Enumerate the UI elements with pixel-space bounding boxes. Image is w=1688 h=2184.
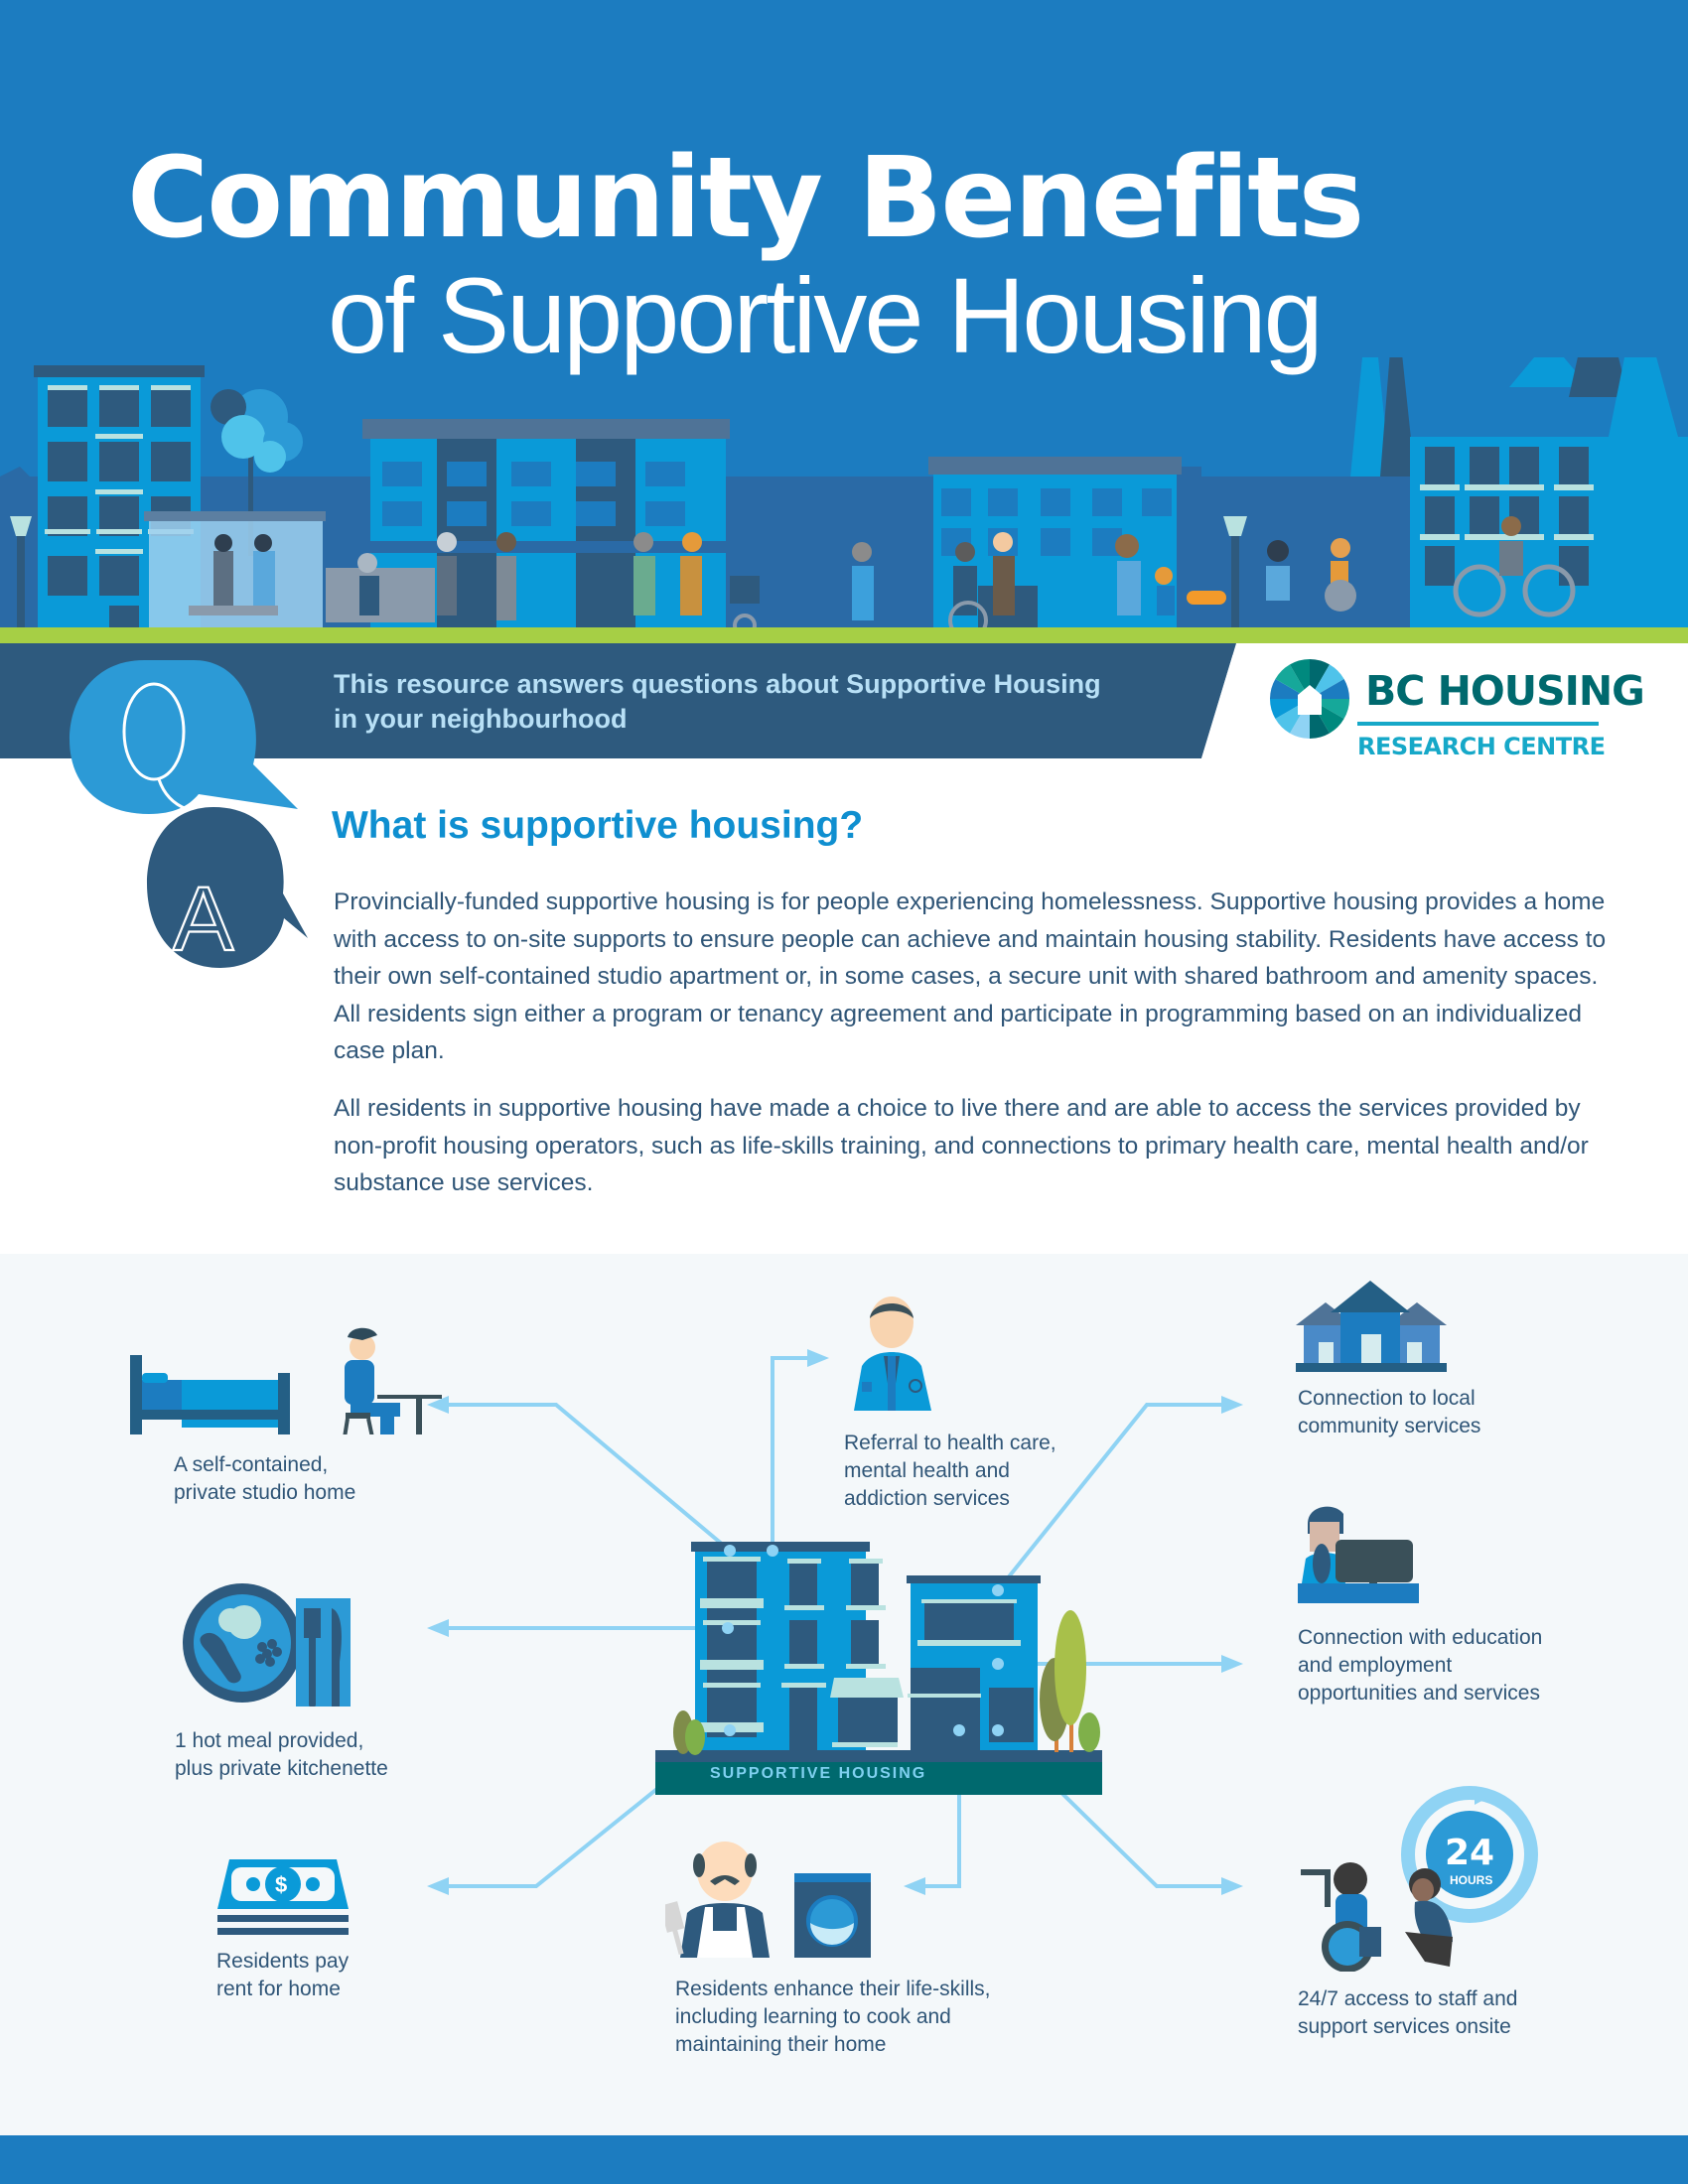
24-hours-support-icon: 24 HOURS (1301, 1786, 1538, 1972)
footer-band (0, 2135, 1688, 2184)
benefit-rent-caption: Residents pay rent for home (216, 1950, 350, 2000)
intro-paragraph-2: All residents in supportive housing have… (334, 1095, 1589, 1196)
hero-banner: Community Benefits of Supportive Housing (0, 0, 1688, 655)
tree-icon (211, 389, 303, 556)
meal-plate-icon (183, 1583, 351, 1706)
svg-text:$: $ (275, 1872, 287, 1897)
bench-icon (326, 568, 435, 622)
logo-divider (1357, 722, 1599, 726)
bed-and-desk-icon (130, 1327, 442, 1434)
intro-banner-line1: This resource answers questions about Su… (334, 669, 1101, 699)
section-heading: What is supportive housing? (332, 804, 864, 847)
a-letter: A (173, 869, 234, 970)
benefit-studio-caption: A self-contained, private studio home (174, 1453, 356, 1504)
right-apartment-icon (1410, 437, 1688, 635)
pine-trees-icon (1350, 357, 1678, 477)
building-label: SUPPORTIVE HOUSING (710, 1765, 927, 1782)
logo-title: BC HOUSING (1365, 667, 1645, 715)
benefit-lifeskills-caption: Residents enhance their life-skills, inc… (675, 1978, 991, 2056)
logo-subtitle: RESEARCH CENTRE (1357, 733, 1606, 760)
intro-banner-line2: in your neighbourhood (334, 704, 628, 734)
benefit-meal-caption: 1 hot meal provided, plus private kitche… (175, 1729, 388, 1780)
qa-bubbles-icon: A (70, 660, 308, 971)
badge-label: HOURS (1450, 1873, 1492, 1887)
intro-paragraph-1: Provincially-funded supportive housing i… (334, 888, 1607, 1064)
page-subtitle: of Supportive Housing (328, 255, 1324, 375)
supportive-housing-building-icon (655, 1542, 1102, 1795)
money-icon: $ (217, 1859, 349, 1935)
houses-icon (1296, 1281, 1447, 1372)
benefit-community-caption: Connection to local community services (1298, 1387, 1481, 1437)
benefit-staff-caption: 24/7 access to staff and support service… (1298, 1987, 1518, 2038)
intro-banner-text: This resource answers questions about Su… (334, 667, 1207, 737)
badge-number: 24 (1445, 1833, 1494, 1873)
computer-user-icon (1298, 1506, 1419, 1603)
lamp-post-icon (10, 516, 1247, 635)
neighbourhood-illustration (0, 357, 1688, 655)
grass-strip (0, 627, 1688, 645)
benefit-health-caption: Referral to health care, mental health a… (844, 1432, 1056, 1510)
people-icon (213, 516, 1576, 640)
cook-and-washer-icon (665, 1842, 871, 1958)
page-title: Community Benefits (127, 134, 1364, 263)
doctor-icon (854, 1297, 931, 1411)
bc-housing-logo-icon (1270, 659, 1349, 739)
bus-shelter-icon (144, 511, 326, 630)
tree-icon (673, 1610, 1100, 1755)
benefit-education-caption: Connection with education and employment… (1298, 1626, 1543, 1705)
